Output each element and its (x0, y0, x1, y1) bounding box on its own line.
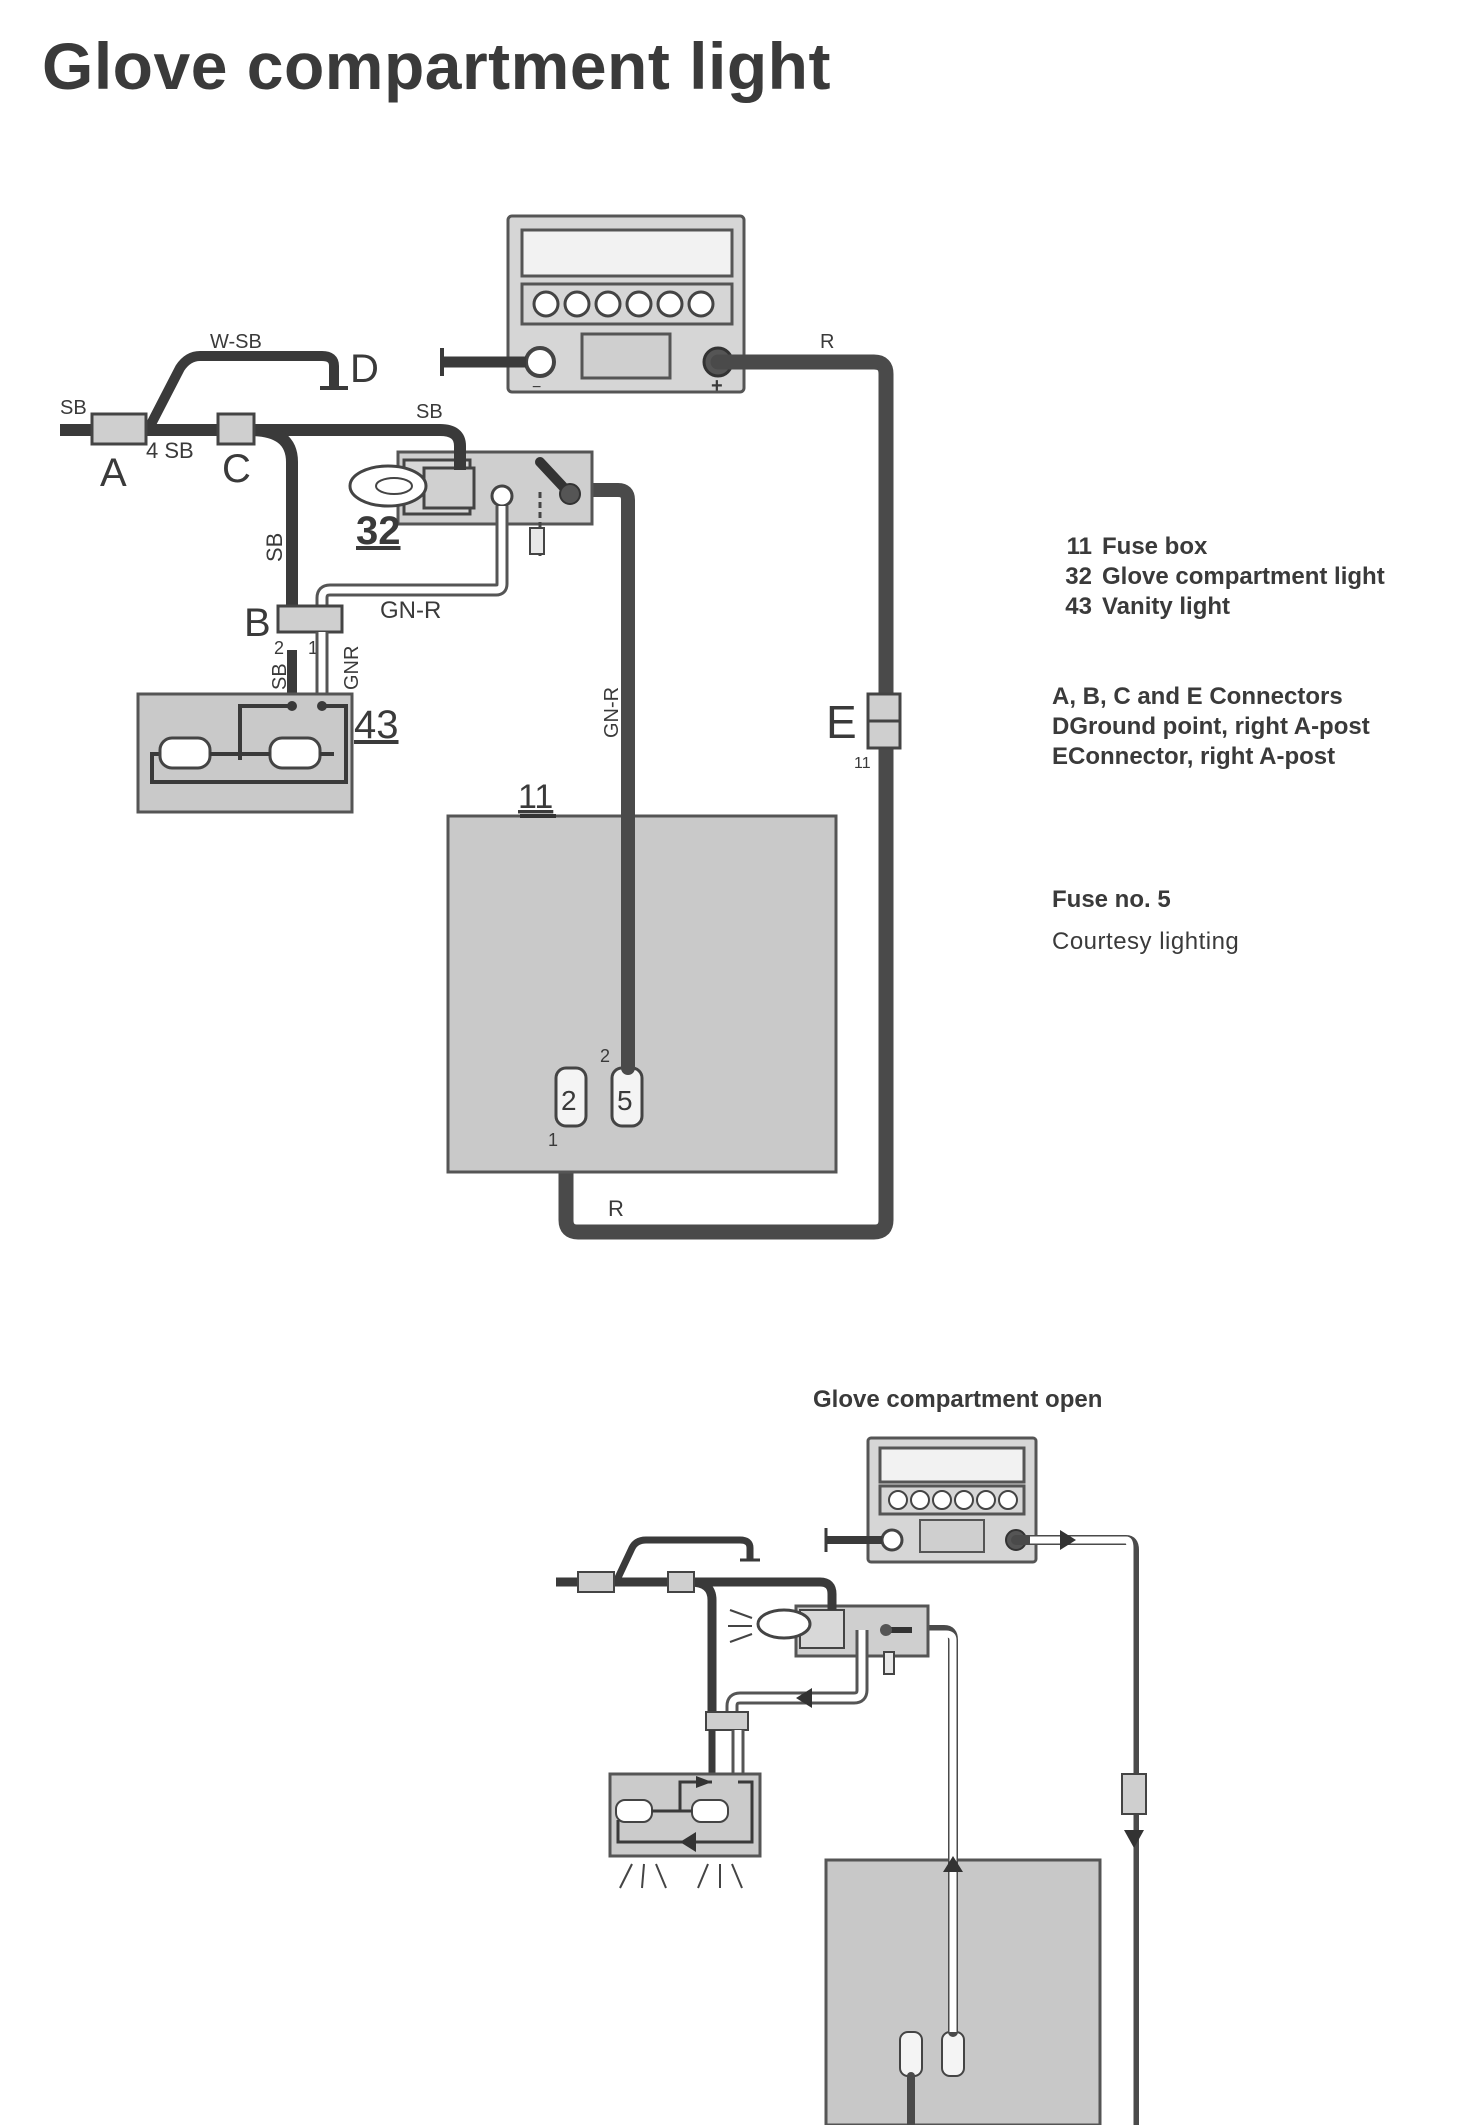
legend-item-32: 32 Glove compartment light (1052, 562, 1385, 592)
wire-sb-b-label: SB (269, 663, 291, 690)
connector-c: C (216, 412, 256, 491)
connector-b-pin-1: 1 (308, 638, 318, 658)
control-unit-top: − + (506, 214, 746, 397)
fuse-description: Courtesy lighting (1052, 928, 1240, 955)
wire-4-sb-label: 4 SB (146, 438, 194, 463)
legend-text: Vanity light (1102, 593, 1231, 620)
legend-key: E (1052, 743, 1069, 770)
connector-b-pin-2: 2 (274, 638, 284, 658)
w-sb-wire (143, 351, 339, 433)
connector-e-label: E (826, 696, 857, 748)
wire-sb-top-label: SB (416, 401, 443, 423)
vanity-light-43: 43 (136, 692, 399, 814)
connector-e-pin-label: 11 (854, 755, 871, 772)
page-title: Glove compartment light (42, 29, 831, 103)
connector-legend-e: EConnector, right A-post (1052, 742, 1370, 772)
wire-w-sb-label: W-SB (210, 331, 262, 353)
connector-legend-heading: A, B, C and E Connectors (1052, 683, 1343, 710)
legend-num: 32 (1065, 563, 1092, 590)
wire-gn-r-vertical-label: GN-R (601, 687, 623, 738)
wire-r-bottom-label: R (608, 1196, 624, 1221)
component-legend: 11 Fuse box 32 Glove compartment light 43 V… (1052, 532, 1385, 622)
fuse-2-label: 2 (561, 1085, 577, 1116)
sb-wire-down (249, 424, 298, 610)
legend-key: D (1052, 713, 1070, 740)
connector-c-label: C (222, 447, 251, 491)
fuse-box-label: 11 (518, 778, 553, 816)
fuse-5-label: 5 (617, 1085, 633, 1116)
connector-a: A (90, 412, 148, 495)
legend-num: 11 (1066, 533, 1092, 560)
fuse-info: Fuse no. 5 Courtesy lighting (1052, 886, 1239, 956)
ground-d-label: D (350, 347, 379, 391)
open-state-diagram (556, 1436, 1147, 2125)
fuse-2 (554, 1066, 588, 1128)
wire-sb-left-label: SB (60, 397, 87, 419)
connector-b-label: B (244, 601, 271, 645)
connector-legend: A, B, C and E Connectors DGround point, … (1052, 682, 1370, 772)
fuse-number: Fuse no. 5 (1052, 886, 1171, 913)
legend-text: Connector, right A-post (1068, 743, 1336, 770)
sb-bus-wire (60, 424, 466, 470)
legend-text: Glove compartment light (1102, 563, 1385, 590)
vanity-light-label: 43 (354, 703, 399, 747)
legend-text: Fuse box (1102, 533, 1208, 560)
gn-r-wire-fuse (565, 483, 635, 1075)
fuse-pin-1-label: 1 (548, 1130, 558, 1150)
fuse-pin-2-label: 2 (600, 1046, 610, 1066)
wire-r-top-label: R (820, 331, 834, 353)
legend-num: 43 (1065, 593, 1092, 620)
open-state-title: Glove compartment open (813, 1386, 1103, 1413)
connector-e: E 11 (826, 692, 902, 772)
glove-light-label: 32 (356, 509, 401, 553)
fuse-box-11: 11 2 5 2 1 (446, 778, 838, 1174)
legend-item-11: 11 Fuse box (1052, 532, 1385, 562)
legend-text: Ground point, right A-post (1069, 713, 1370, 740)
battery-plus-label: + (711, 375, 723, 397)
glove-light-32: 32 (348, 450, 594, 556)
connector-a-label: A (100, 451, 127, 495)
legend-item-43: 43 Vanity light (1052, 592, 1385, 622)
connector-b: B 2 1 (244, 601, 344, 658)
wire-gnr-vertical-label: GNR (341, 646, 363, 690)
red-wire-r (558, 354, 894, 1240)
connector-legend-d: DGround point, right A-post (1052, 712, 1370, 742)
wire-gn-r-horizontal-label: GN-R (380, 597, 441, 624)
battery-minus-label: − (532, 379, 541, 396)
wire-sb-vertical-label: SB (262, 533, 287, 562)
